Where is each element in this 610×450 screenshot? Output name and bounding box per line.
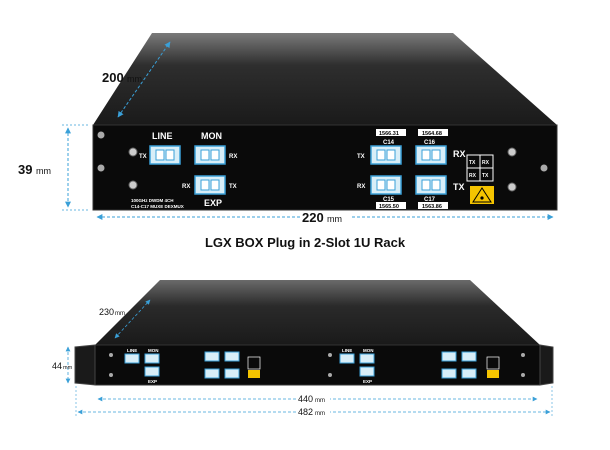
label-tx: TX <box>229 184 237 190</box>
rack-inner-width-unit: mm <box>315 398 325 404</box>
rack-slot-2-module: LINE MON EXP <box>328 348 525 384</box>
connector-c17 <box>415 175 447 195</box>
screw-icon <box>128 147 138 157</box>
depth-dimension-unit: mm <box>127 74 142 84</box>
connector-c14 <box>370 145 402 165</box>
freq-c14: 1566.31 <box>379 131 399 137</box>
label-tx-large: TX <box>453 182 465 192</box>
module-description-line1: 100GHz DWDM 4CH <box>131 198 174 203</box>
table-rx: RX <box>469 173 477 179</box>
rack-right-ear <box>539 344 554 386</box>
figure-caption: LGX BOX Plug in 2-Slot 1U Rack <box>205 235 406 250</box>
depth-dimension-line <box>117 41 171 118</box>
screw-icon <box>507 182 517 192</box>
rack-label-line: LINE <box>342 348 352 353</box>
rack-slot-1-module: LINE MON EXP <box>109 348 261 384</box>
screw-icon <box>97 164 105 172</box>
screw-icon <box>540 164 548 172</box>
laser-warning-icon <box>470 186 494 204</box>
rack-front-panel <box>94 344 541 386</box>
connector-exp <box>194 175 226 195</box>
rack-height-unit: mm <box>63 365 73 371</box>
depth-dimension-value: 200 <box>102 70 124 85</box>
label-line: LINE <box>152 131 173 141</box>
rack-label-exp: EXP <box>363 379 372 384</box>
rack-depth-dimension-line <box>114 299 151 339</box>
rack-unit: LINE MON EXP LINE MON EXP <box>52 280 554 417</box>
rack-outer-width-unit: mm <box>315 411 325 417</box>
connector-c16 <box>415 145 447 165</box>
rack-label-mon: MON <box>148 348 159 353</box>
channel-c14: C14 <box>383 140 395 146</box>
rack-depth-value: 230 <box>99 307 114 317</box>
label-mon: MON <box>201 131 222 141</box>
rack-inner-width-value: 440 <box>298 394 313 404</box>
rack-label-line: LINE <box>127 348 137 353</box>
screw-icon <box>507 147 517 157</box>
lgx-box-unit: LINE MON EXP TX RX RX TX 100GHz DWDM 4CH… <box>18 33 558 225</box>
table-tx: TX <box>482 173 489 179</box>
label-rx-large: RX <box>453 149 466 159</box>
table-rx: RX <box>482 160 490 166</box>
label-rx: RX <box>182 184 190 190</box>
connector-line <box>149 145 181 165</box>
label-tx: TX <box>357 154 365 160</box>
width-dimension-value: 220 <box>302 210 324 225</box>
freq-c15: 1565.50 <box>379 204 399 210</box>
freq-c16: 1564.68 <box>422 131 442 137</box>
connector-c15 <box>370 175 402 195</box>
lgx-box-top-surface <box>93 33 557 125</box>
channel-c16: C16 <box>424 140 436 146</box>
channel-c17: C17 <box>424 197 436 203</box>
rx-tx-port-table: TX RX RX TX <box>466 154 494 182</box>
module-description-line2: C14-C17 MUXE DEXMUX <box>131 204 184 209</box>
table-tx: TX <box>469 160 476 166</box>
label-exp: EXP <box>204 198 222 208</box>
label-rx: RX <box>357 184 365 190</box>
freq-c17: 1563.86 <box>422 204 442 210</box>
channel-c15: C15 <box>383 197 395 203</box>
screw-icon <box>128 180 138 190</box>
label-rx: RX <box>229 154 237 160</box>
rack-outer-width-value: 482 <box>298 407 313 417</box>
rack-depth-unit: mm <box>115 311 125 317</box>
height-dimension-unit: mm <box>36 166 51 176</box>
rack-top-surface <box>95 280 540 345</box>
rack-label-mon: MON <box>363 348 374 353</box>
screw-icon <box>97 131 105 139</box>
rack-height-value: 44 <box>52 361 62 371</box>
connector-mon <box>194 145 226 165</box>
width-dimension-unit: mm <box>327 214 342 224</box>
label-tx: TX <box>139 154 147 160</box>
rack-left-ear <box>74 344 96 386</box>
rack-label-exp: EXP <box>148 379 157 384</box>
height-dimension-value: 39 <box>18 162 32 177</box>
